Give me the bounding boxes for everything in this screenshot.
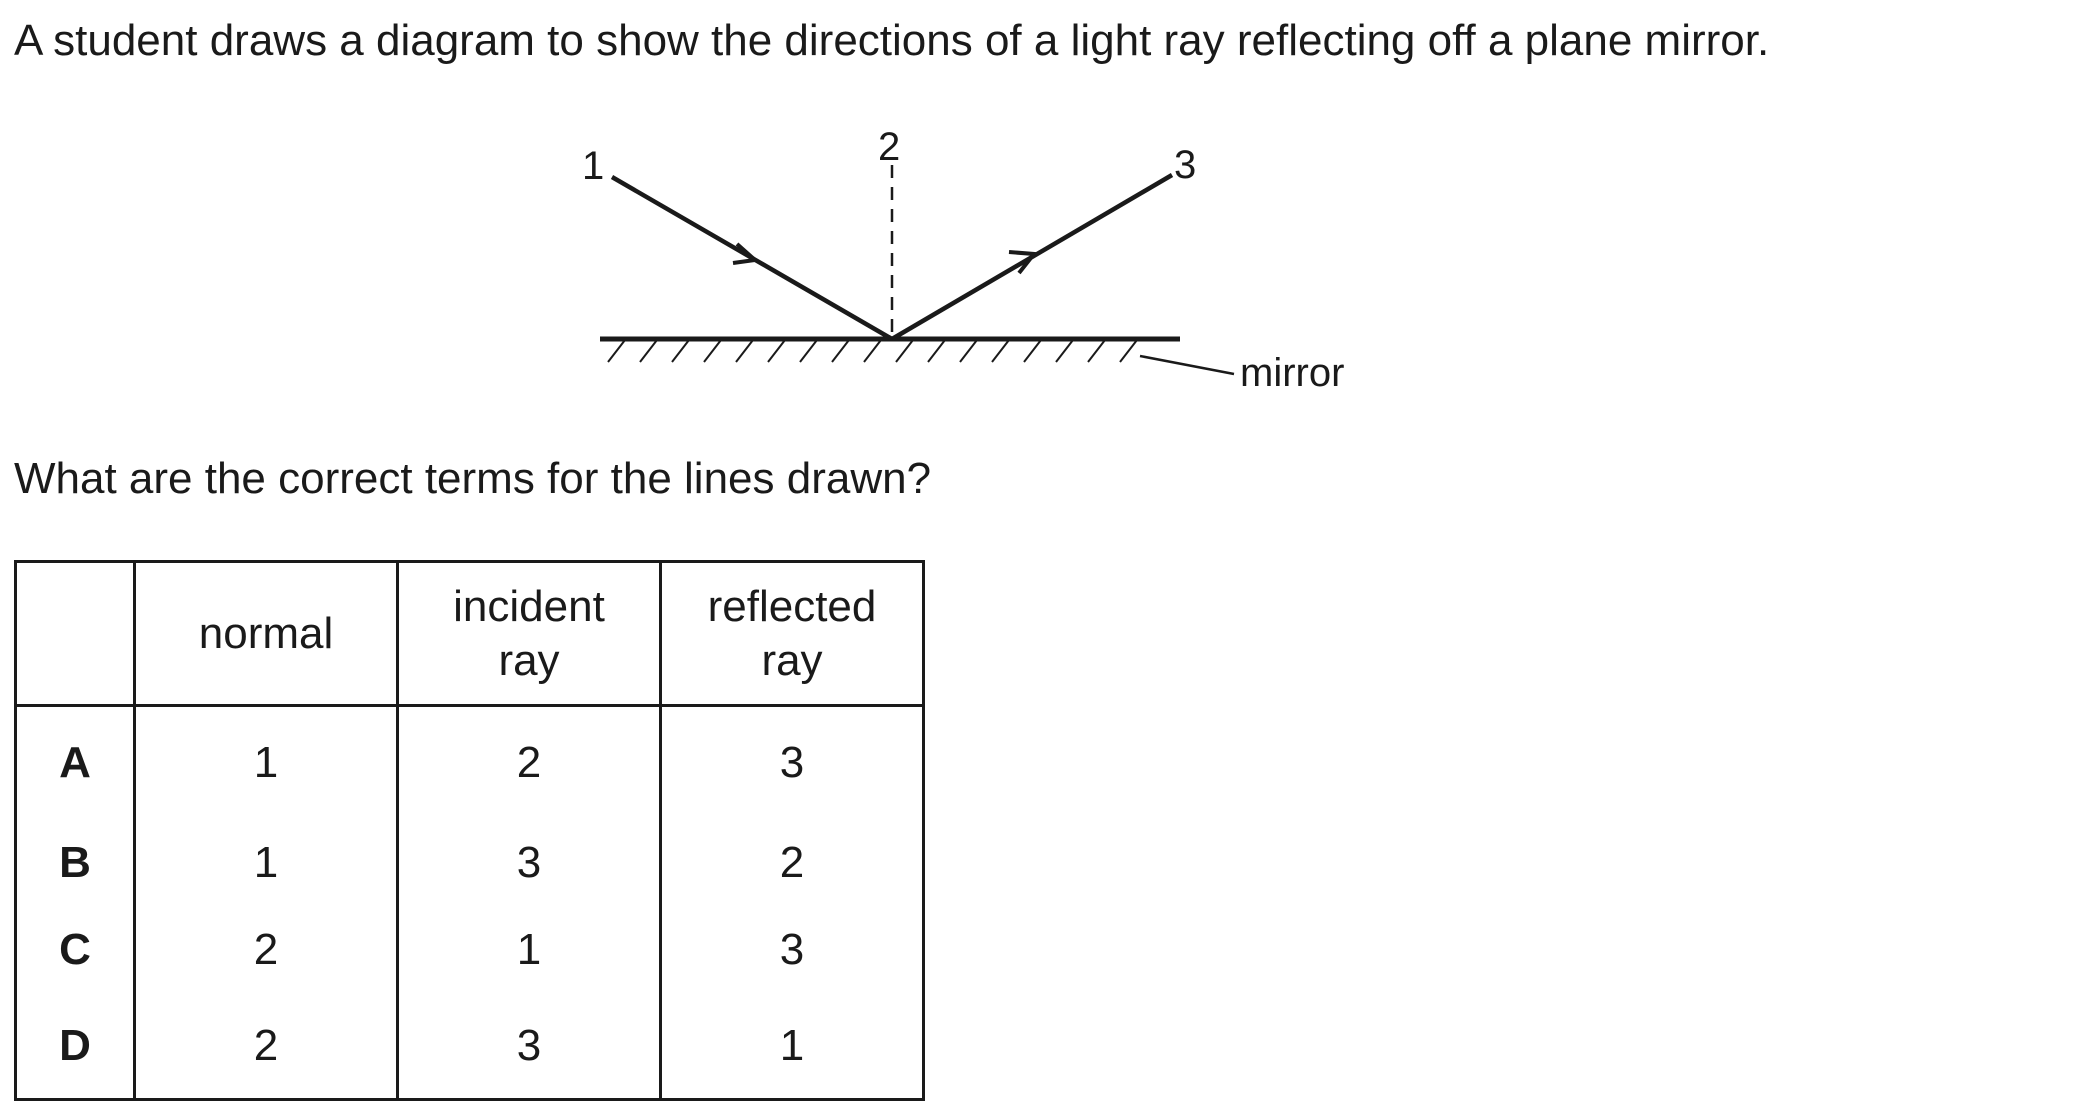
- mirror-hatching: [607, 339, 1138, 363]
- header-incident-ray: incident ray: [396, 560, 662, 707]
- option-row-c: C 2 1 3: [14, 906, 925, 994]
- incident-value: 3: [396, 819, 662, 907]
- normal-value: 1: [133, 704, 399, 820]
- table-header-row: normal incident ray reflected ray: [14, 560, 925, 707]
- ray-3-arrowhead: [1008, 250, 1038, 275]
- header-reflected-line1: reflected: [707, 581, 877, 631]
- incident-value: 1: [396, 906, 662, 994]
- reflected-value: 3: [659, 704, 925, 820]
- intro-text: A student draws a diagram to show the di…: [14, 16, 1770, 65]
- mirror-label: mirror: [1240, 351, 1344, 395]
- normal-value: 1: [133, 819, 399, 907]
- header-reflected-ray: reflected ray: [659, 560, 925, 707]
- reflected-value: 3: [659, 906, 925, 994]
- header-normal: normal: [133, 560, 399, 707]
- option-row-b: B 1 3 2: [14, 819, 925, 907]
- header-reflected-line2: ray: [761, 635, 823, 685]
- reflected-value: 1: [659, 993, 925, 1101]
- incident-value: 2: [396, 704, 662, 820]
- option-row-a: A 1 2 3: [14, 704, 925, 820]
- normal-value: 2: [133, 993, 399, 1101]
- label-3: 3: [1174, 143, 1196, 187]
- option-letter: A: [14, 704, 136, 820]
- incident-value: 3: [396, 993, 662, 1101]
- option-letter: C: [14, 906, 136, 994]
- label-1: 1: [582, 144, 604, 188]
- option-row-d: D 2 3 1: [14, 993, 925, 1101]
- option-letter: B: [14, 819, 136, 907]
- header-incident-line2: ray: [498, 635, 560, 685]
- reflection-diagram: 1 2 3 mirror: [582, 125, 1344, 395]
- option-letter: D: [14, 993, 136, 1101]
- reflected-value: 2: [659, 819, 925, 907]
- header-incident-line1: incident: [453, 581, 605, 631]
- question-text: What are the correct terms for the lines…: [14, 454, 932, 503]
- label-2: 2: [878, 125, 900, 169]
- mirror-leader-line: [1139, 354, 1235, 376]
- header-normal-text: normal: [198, 608, 334, 658]
- normal-value: 2: [133, 906, 399, 994]
- ray-1-arrowhead: [732, 242, 760, 265]
- header-corner: [14, 560, 136, 707]
- answer-options-table: normal incident ray reflected ray A 1 2 …: [14, 560, 925, 1101]
